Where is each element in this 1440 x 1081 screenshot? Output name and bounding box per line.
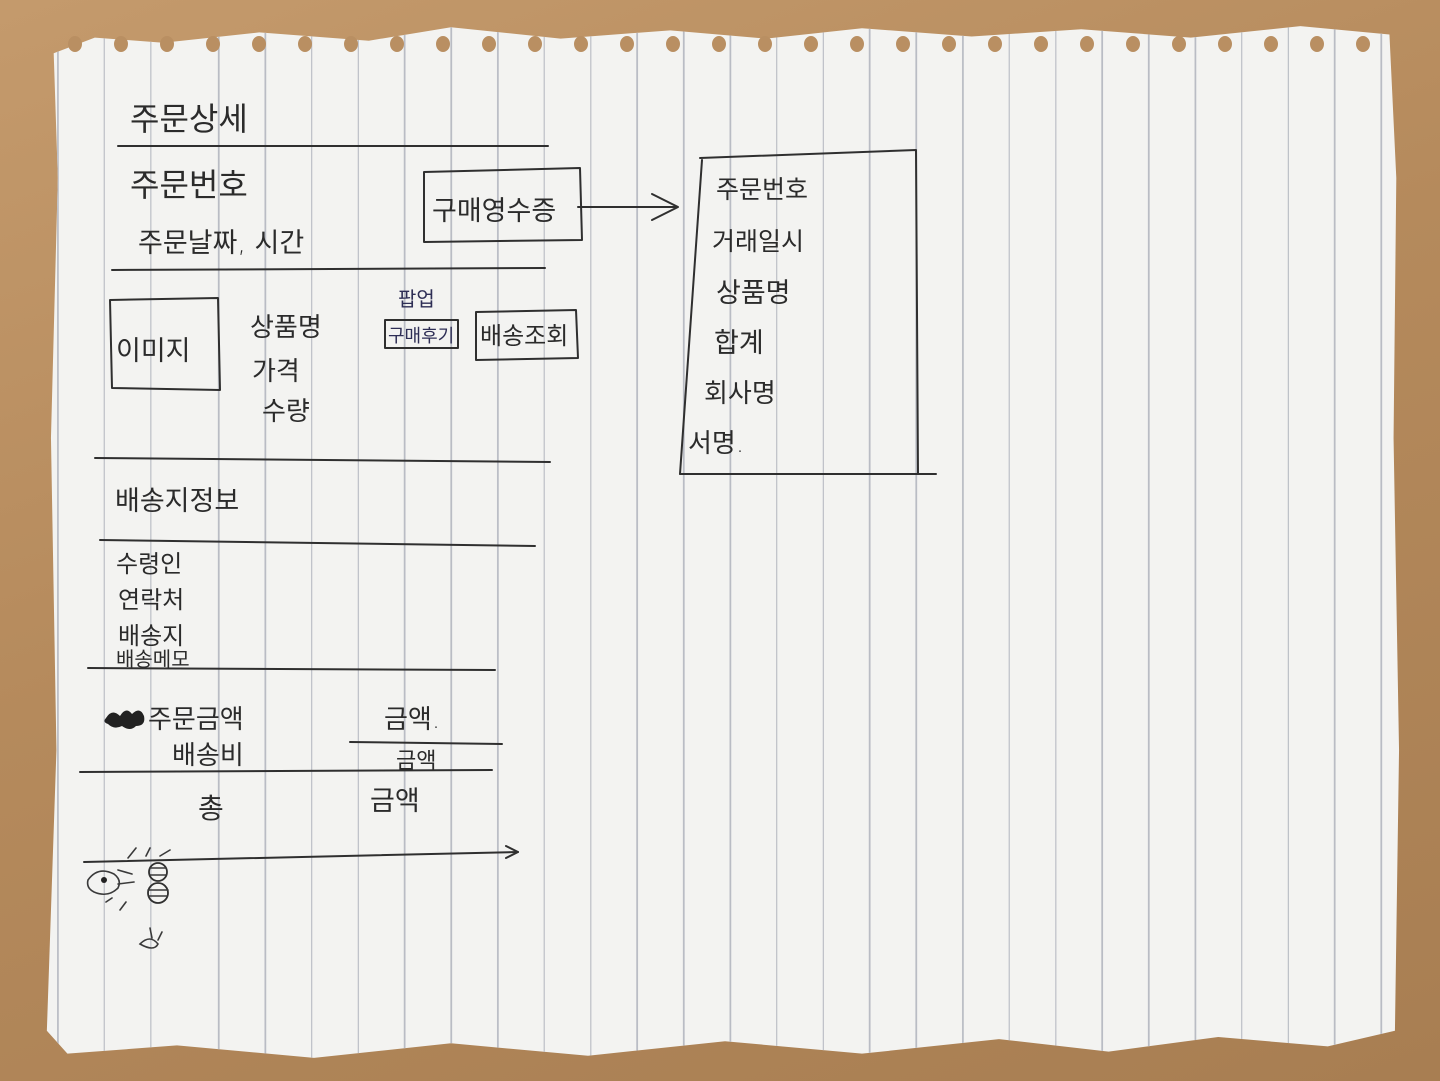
total-value: 금액 — [370, 786, 420, 817]
divider — [349, 741, 503, 745]
divider — [87, 667, 496, 671]
receipt-button[interactable]: 구매영수증 — [423, 167, 583, 243]
divider — [99, 539, 536, 547]
receipt-popup: 주문번호 거래일시 상품명 합계 회사명 서명. — [679, 149, 937, 475]
product-quantity: 수량 — [262, 397, 310, 427]
review-button-label: 구매후기 — [388, 326, 454, 347]
product-name: 상품명 — [250, 313, 322, 343]
arrow-icon — [577, 193, 679, 221]
order-amount-label: 주문금액 — [148, 705, 244, 735]
delivery-memo-label: 배송메모 — [116, 647, 190, 671]
address-label: 배송지 — [118, 622, 184, 650]
popup-order-number: 주문번호 — [716, 175, 808, 204]
contact-label: 연락처 — [118, 586, 184, 614]
divider — [94, 457, 551, 463]
shipping-fee-label: 배송비 — [172, 741, 244, 771]
doodle-icon — [86, 847, 171, 949]
divider — [111, 267, 546, 271]
recipient-label: 수령인 — [116, 550, 182, 578]
order-amount-value: 금액. — [384, 705, 440, 735]
receipt-button-label: 구매영수증 — [432, 196, 556, 227]
popup-transaction-datetime: 거래일시 — [712, 227, 804, 256]
product-image-placeholder: 이미지 — [109, 297, 221, 391]
review-button[interactable]: 구매후기 — [384, 319, 459, 349]
delivery-lookup-button[interactable]: 배송조회 — [475, 309, 579, 361]
popup-product-name: 상품명 — [716, 278, 791, 309]
order-datetime-label: 주문날짜, 시간 — [138, 228, 304, 259]
popup-note: 팝업 — [398, 287, 435, 311]
page-title: 주문상세 — [130, 100, 248, 138]
divider — [83, 851, 519, 863]
scribble-mark — [104, 710, 145, 729]
divider — [79, 769, 493, 773]
order-number-label: 주문번호 — [130, 166, 248, 204]
shipping-title: 배송지정보 — [115, 486, 239, 517]
divider — [505, 845, 519, 859]
total-label: 총 — [198, 792, 224, 825]
popup-total: 합계 — [714, 328, 764, 359]
delivery-lookup-label: 배송조회 — [480, 322, 568, 350]
popup-signature: 서명. — [688, 429, 744, 459]
product-price: 가격 — [252, 357, 300, 387]
popup-company-name: 회사명 — [704, 379, 776, 409]
image-label: 이미지 — [116, 336, 191, 367]
